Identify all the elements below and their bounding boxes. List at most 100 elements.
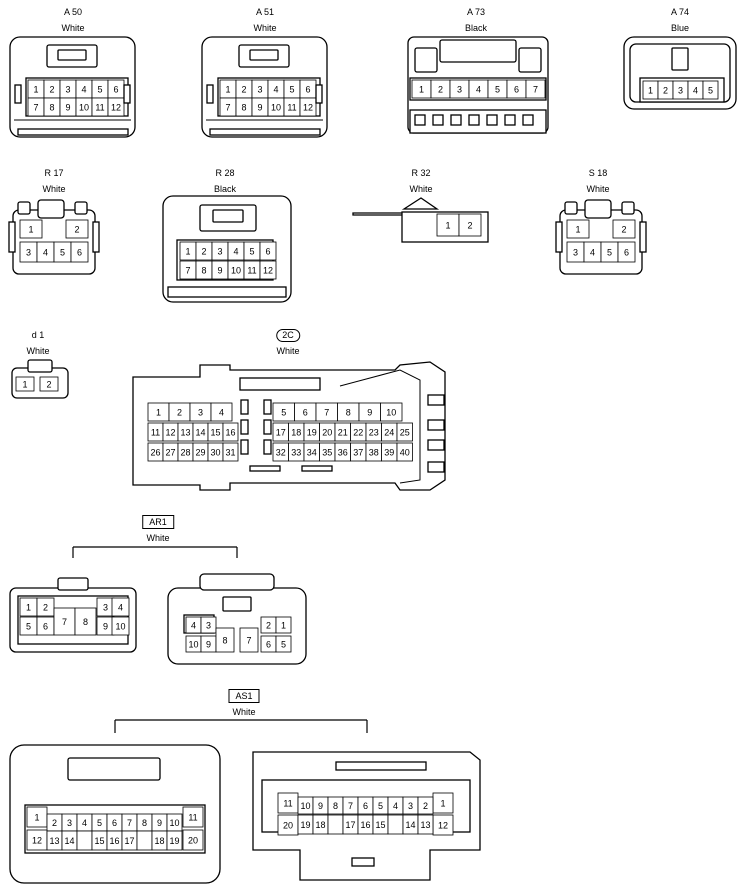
terminal-number: 4 <box>43 247 48 257</box>
terminal-number: 11 <box>247 265 256 275</box>
connector-outline <box>8 221 16 253</box>
terminal-number: 2 <box>438 84 443 94</box>
terminal-number: 9 <box>65 102 70 112</box>
terminal-number: 10 <box>231 265 241 275</box>
terminal-cell <box>702 80 719 100</box>
terminal-number: 9 <box>367 407 372 417</box>
terminal-number: 7 <box>348 801 353 811</box>
terminal-number: 7 <box>33 102 38 112</box>
terminal-number: 1 <box>225 84 230 94</box>
terminal-cell <box>380 402 403 422</box>
terminal-number: 6 <box>265 246 270 256</box>
terminal-cell <box>210 402 233 422</box>
terminal-number: 7 <box>127 818 132 828</box>
connector-outline <box>27 359 53 373</box>
connector-outline <box>123 84 131 104</box>
connector-outline <box>351 857 375 867</box>
terminal-number: 5 <box>495 84 500 94</box>
terminal-number: 4 <box>393 801 398 811</box>
terminal-number: 4 <box>693 85 698 95</box>
connector-outline <box>199 573 275 591</box>
connector-outline <box>401 197 440 210</box>
terminal-number: 12 <box>32 835 42 845</box>
terminal-number: 27 <box>165 447 175 457</box>
terminal-cell <box>107 97 125 117</box>
terminal-number: 8 <box>142 818 147 828</box>
r28-code: R 28 <box>215 168 235 178</box>
a73-code: A 73 <box>466 7 486 17</box>
terminal-cell <box>111 616 130 636</box>
a74-color: Blue <box>670 23 690 33</box>
terminal-number: 1 <box>575 224 580 234</box>
terminal-number: 17 <box>276 427 286 437</box>
a74-code: A 74 <box>670 7 690 17</box>
terminal-number: 9 <box>318 801 323 811</box>
terminal-cell <box>136 830 153 851</box>
connector-outline <box>57 577 89 591</box>
terminal-number: 5 <box>708 85 713 95</box>
connector-outline <box>468 114 480 126</box>
terminal-cell <box>617 241 636 263</box>
terminal-number: 15 <box>210 427 220 437</box>
terminal-number: 38 <box>369 447 379 457</box>
terminal-number: 7 <box>246 635 251 645</box>
terminal-number: 2 <box>663 85 668 95</box>
terminal-number: 14 <box>405 820 415 830</box>
terminal-number: 8 <box>333 801 338 811</box>
terminal-number: 13 <box>180 427 190 437</box>
connector-outline <box>522 114 534 126</box>
s18-code: S 18 <box>588 168 608 178</box>
connector-outline <box>671 47 689 71</box>
terminal-number: 11 <box>287 102 296 112</box>
terminal-cell <box>222 422 239 442</box>
terminal-number: 1 <box>26 602 31 612</box>
connector-outline <box>335 761 427 771</box>
connector-outline <box>315 84 323 104</box>
terminal-number: 5 <box>60 247 65 257</box>
a73-color: Black <box>464 23 488 33</box>
terminal-number: 6 <box>514 84 519 94</box>
terminal-number: 12 <box>111 102 121 112</box>
terminal-cell <box>222 442 239 462</box>
terminal-number: 1 <box>445 220 450 230</box>
terminal-number: 35 <box>322 447 332 457</box>
terminal-number: 20 <box>283 820 293 830</box>
terminal-number: 2 <box>423 801 428 811</box>
terminal-number: 26 <box>150 447 160 457</box>
a51-code: A 51 <box>255 7 275 17</box>
terminal-number: 17 <box>124 836 134 846</box>
connector-outline <box>584 199 612 219</box>
terminal-number: 6 <box>303 407 308 417</box>
terminal-number: 15 <box>375 820 385 830</box>
terminal-number: 3 <box>408 801 413 811</box>
d1-code: d 1 <box>31 330 45 340</box>
terminal-number: 39 <box>384 447 394 457</box>
terminal-cell <box>182 806 204 828</box>
terminal-number: 5 <box>97 84 102 94</box>
connector-outline <box>263 399 272 415</box>
terminal-cell <box>239 627 259 653</box>
terminal-number: 18 <box>154 836 164 846</box>
terminal-number: 5 <box>289 84 294 94</box>
terminal-number: 5 <box>281 639 286 649</box>
terminal-number: 3 <box>217 246 222 256</box>
terminal-number: 3 <box>198 407 203 417</box>
terminal-number: 2 <box>74 224 79 234</box>
terminal-number: 9 <box>257 102 262 112</box>
terminal-number: 5 <box>607 247 612 257</box>
r17-code: R 17 <box>44 168 64 178</box>
terminal-number: 7 <box>533 84 538 94</box>
connector-outline <box>555 221 563 253</box>
terminal-number: 3 <box>26 247 31 257</box>
terminal-number: 3 <box>573 247 578 257</box>
terminal-number: 2 <box>201 246 206 256</box>
terminal-number: 8 <box>222 635 227 645</box>
terminal-number: 19 <box>307 427 317 437</box>
connector-outline <box>57 49 87 61</box>
terminal-number: 10 <box>271 102 281 112</box>
terminal-number: 16 <box>360 820 370 830</box>
terminal-cell <box>76 830 93 851</box>
terminal-number: 29 <box>195 447 205 457</box>
terminal-number: 4 <box>233 246 238 256</box>
terminal-number: 12 <box>438 820 448 830</box>
